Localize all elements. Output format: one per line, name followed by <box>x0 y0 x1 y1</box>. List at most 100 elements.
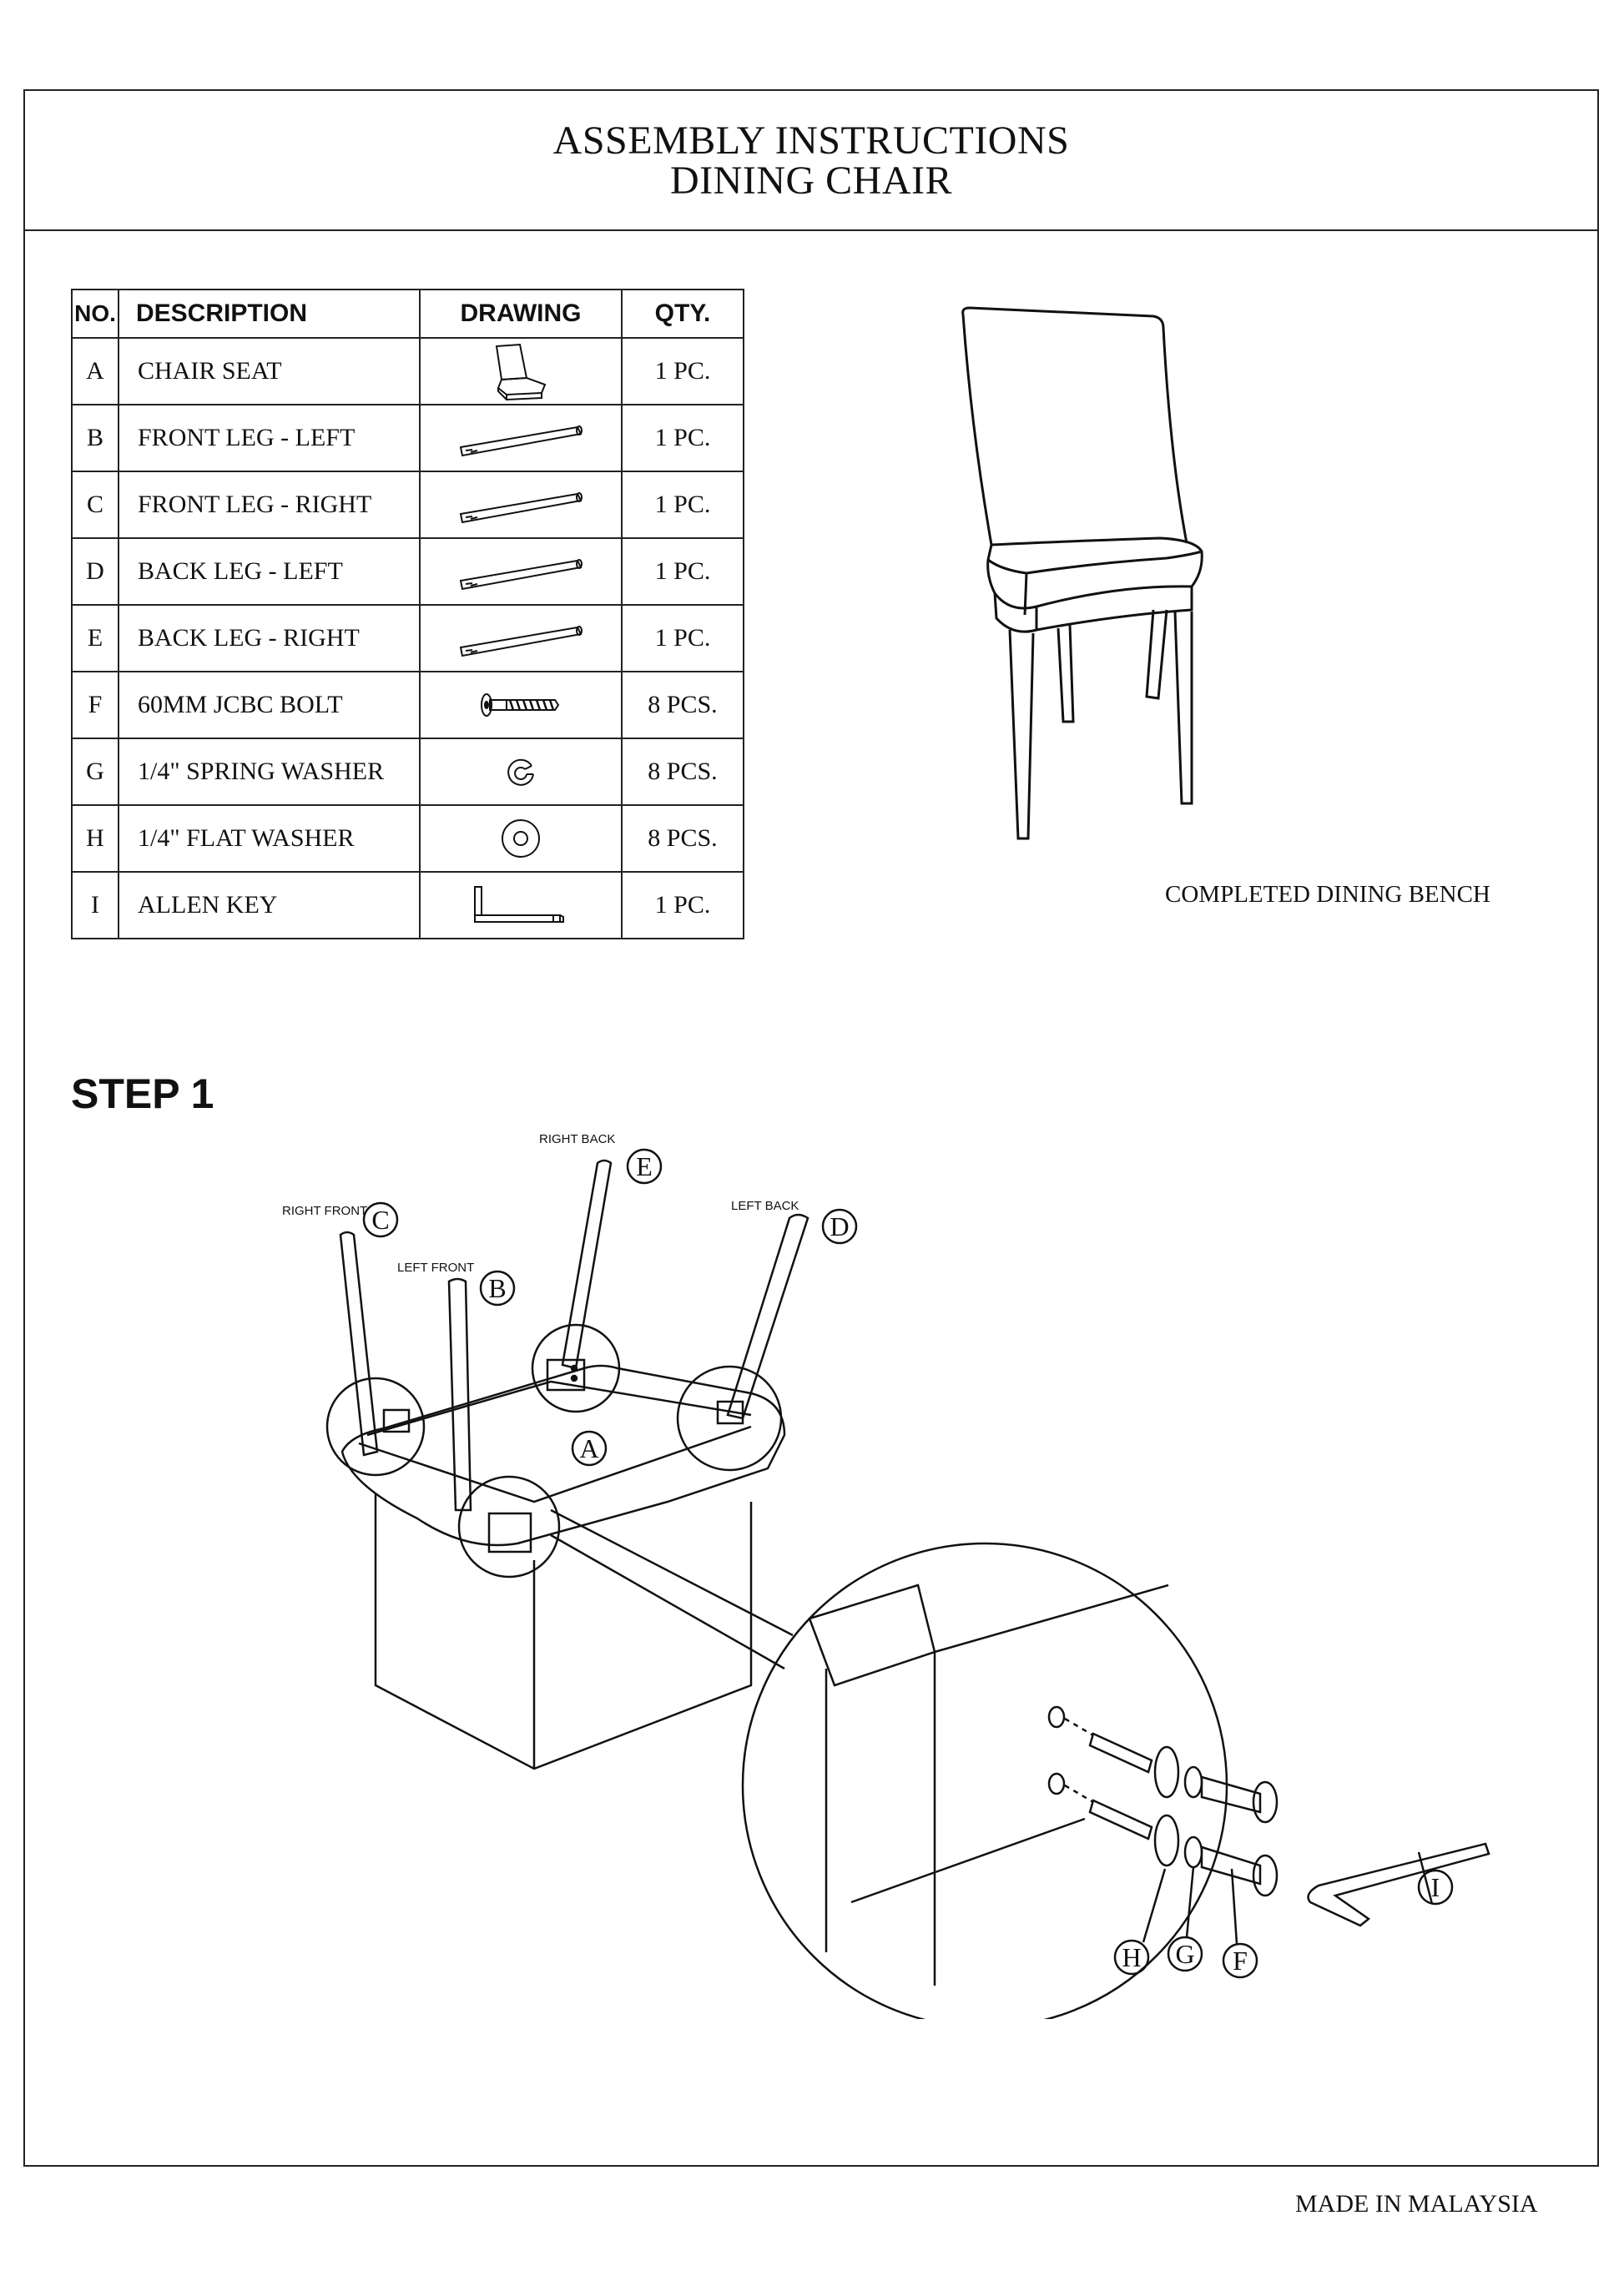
leg-right-back <box>561 1159 613 1370</box>
completed-chair-drawing <box>961 306 1203 840</box>
completed-caption: COMPLETED DINING BENCH <box>1165 881 1490 908</box>
row-no: E <box>71 604 119 672</box>
table-row: C FRONT LEG - RIGHT 1 PC. <box>71 471 744 539</box>
table-row: E BACK LEG - RIGHT 1 PC. <box>71 604 744 672</box>
row-description: 1/4" FLAT WASHER <box>118 804 421 873</box>
callout-circle <box>1222 1942 1258 1979</box>
label-right-front: RIGHT FRONT <box>282 1204 367 1218</box>
callout-a: A <box>579 1433 598 1463</box>
row-qty: 8 PCS. <box>621 738 744 806</box>
chair-leg-back-left <box>1145 609 1168 700</box>
row-qty: 1 PC. <box>621 471 744 539</box>
leader-g <box>1185 1866 1195 1938</box>
corner-bracket-right <box>382 1408 411 1433</box>
chair-back-left-edge <box>961 314 993 546</box>
detail-circle-left-back <box>676 1365 783 1472</box>
row-description: BACK LEG - LEFT <box>118 537 421 606</box>
callout-circle <box>626 1148 663 1185</box>
row-no: F <box>71 671 119 739</box>
flat-washer-lower <box>1153 1814 1180 1867</box>
seat-frame-rails <box>358 1425 752 1503</box>
callout-d: D <box>830 1211 849 1241</box>
header-drawing: DRAWING <box>419 289 623 339</box>
corner-bracket-front <box>487 1512 532 1553</box>
chair-back-outline <box>961 306 1188 544</box>
row-qty: 1 PC. <box>621 537 744 606</box>
table-row: H 1/4" FLAT WASHER 8 PCS. <box>71 804 744 873</box>
page-frame <box>23 89 1599 2167</box>
row-no: C <box>71 471 119 539</box>
row-no: B <box>71 404 119 472</box>
chair-seat-apron <box>993 592 1038 633</box>
table-row: A CHAIR SEAT 1 PC. <box>71 337 744 405</box>
detail-circle-right-back <box>531 1323 621 1413</box>
row-description: BACK LEG - RIGHT <box>118 604 421 672</box>
spring-washer-icon <box>419 738 623 806</box>
callout-g: G <box>1175 1939 1194 1969</box>
leg-icon <box>419 604 623 672</box>
corner-bracket-back <box>546 1358 586 1392</box>
row-description: ALLEN KEY <box>118 871 421 939</box>
row-qty: 1 PC. <box>621 604 744 672</box>
leg-icon <box>419 537 623 606</box>
zoom-leader-top <box>550 1508 794 1637</box>
magnified-detail-circle <box>741 1542 1228 2019</box>
seat-frame-back-rails <box>366 1380 752 1437</box>
alignment-line-upper <box>1064 1717 1094 1737</box>
leader-f <box>1230 1868 1238 1945</box>
table-row: B FRONT LEG - LEFT 1 PC. <box>71 404 744 472</box>
callout-circle <box>821 1208 858 1245</box>
label-right-back: RIGHT BACK <box>539 1132 615 1146</box>
flat-washer-icon <box>419 804 623 873</box>
chair-seat-front-corner <box>1023 572 1028 616</box>
title-line-1: ASSEMBLY INSTRUCTIONS <box>552 118 1070 163</box>
parts-table-header: NO. DESCRIPTION DRAWING QTY. <box>71 289 744 339</box>
row-qty: 1 PC. <box>621 871 744 939</box>
support-box <box>374 1493 753 1770</box>
row-qty: 1 PC. <box>621 404 744 472</box>
leg-icon <box>419 404 623 472</box>
callout-c: C <box>371 1205 389 1235</box>
row-description: 1/4" SPRING WASHER <box>118 738 421 806</box>
row-qty: 1 PC. <box>621 337 744 405</box>
callout-circle <box>1113 1939 1150 1976</box>
callout-circle <box>362 1201 399 1238</box>
header-description: DESCRIPTION <box>118 289 421 339</box>
spring-washer-upper <box>1183 1765 1203 1799</box>
leader-i <box>1417 1851 1434 1905</box>
callout-circle <box>1417 1869 1454 1906</box>
magnified-hole-lower <box>1047 1772 1066 1795</box>
allen-key-drawing <box>1307 1842 1490 1927</box>
callout-i: I <box>1431 1872 1440 1902</box>
bolt-thread-lower <box>1088 1799 1153 1840</box>
callout-circle <box>1167 1936 1203 1972</box>
leg-icon <box>419 471 623 539</box>
row-no: H <box>71 804 119 873</box>
chair-seat-underside <box>340 1364 786 1547</box>
title-line-2: DINING CHAIR <box>670 159 952 203</box>
magnified-rails <box>825 1652 936 1986</box>
corner-bracket-left <box>716 1400 744 1425</box>
callout-circle <box>571 1430 608 1467</box>
callout-f: F <box>1233 1946 1248 1976</box>
row-no: D <box>71 537 119 606</box>
bolt-head-upper <box>1252 1780 1279 1824</box>
step-1-heading: STEP 1 <box>71 1070 214 1117</box>
row-description: FRONT LEG - RIGHT <box>118 471 421 539</box>
zoom-leader-bottom <box>550 1533 785 1670</box>
bracket-hole <box>570 1364 578 1372</box>
label-left-front: LEFT FRONT <box>397 1261 474 1275</box>
label-left-back: LEFT BACK <box>731 1199 799 1213</box>
bracket-hole <box>570 1374 578 1382</box>
row-description: FRONT LEG - LEFT <box>118 404 421 472</box>
header-no: NO. <box>71 289 119 339</box>
bolt-shank-lower <box>1200 1845 1262 1886</box>
chair-seat-icon <box>419 337 623 405</box>
chair-leg-front-right <box>1173 611 1193 805</box>
table-row: D BACK LEG - LEFT 1 PC. <box>71 537 744 606</box>
magnified-lower-rail <box>850 1817 1086 1904</box>
row-no: I <box>71 871 119 939</box>
row-description: CHAIR SEAT <box>118 337 421 405</box>
row-qty: 8 PCS. <box>621 804 744 873</box>
leader-h <box>1142 1868 1167 1943</box>
